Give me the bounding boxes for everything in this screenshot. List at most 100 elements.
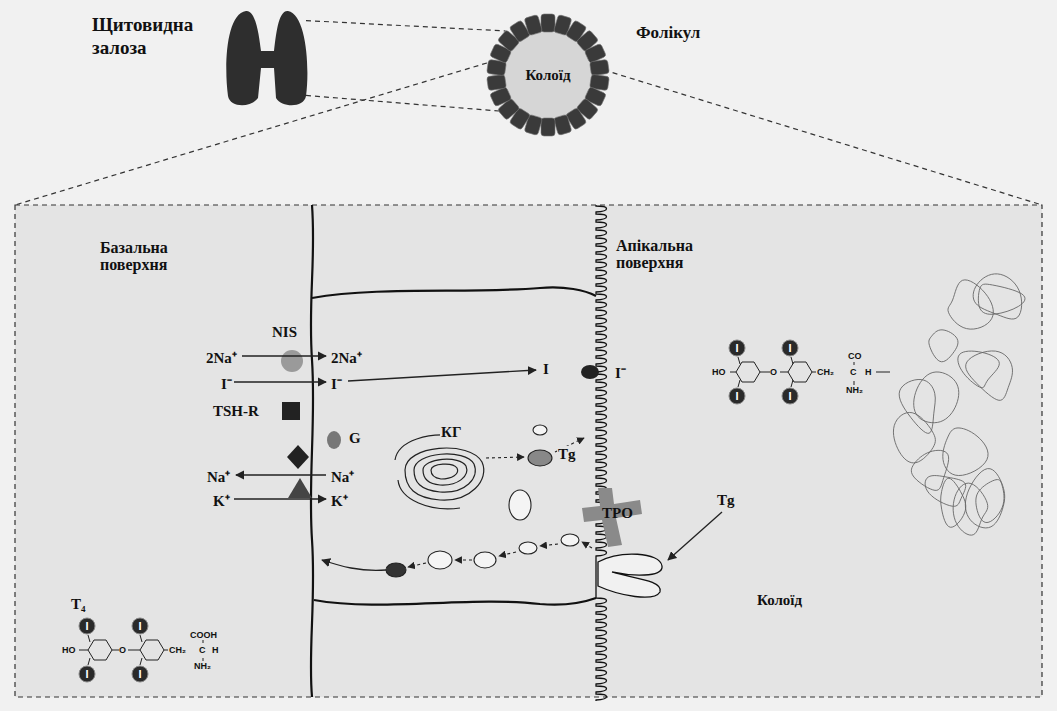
protein-loop	[978, 284, 1025, 314]
zoom-line	[306, 95, 499, 111]
protein-loop	[893, 412, 935, 462]
atom-symbol: I	[131, 665, 149, 683]
atom-symbol: I	[781, 387, 799, 405]
atom-disc	[79, 666, 95, 682]
follicle-cell	[541, 118, 555, 136]
formula-atom: NH₂	[846, 385, 863, 395]
iodine-atom: I	[728, 339, 746, 357]
iodine-atom: I	[781, 387, 799, 405]
atom-symbol: I	[78, 617, 96, 635]
zoom-lines	[15, 50, 1042, 205]
protein-loop	[948, 280, 993, 329]
thyroglobulin-molecule	[893, 274, 1025, 535]
protein-loop	[958, 351, 999, 388]
iodine-atom: I	[131, 665, 149, 683]
protein-loop	[941, 478, 966, 527]
node-label: Щитовидна залоза	[92, 14, 210, 60]
part-label: КГ	[440, 424, 462, 441]
cell-membrane	[311, 205, 596, 697]
benzene-rings	[79, 357, 890, 665]
follicle-cell	[487, 74, 507, 90]
node-label: Колоїд	[525, 67, 570, 84]
gland-outline	[216, 6, 316, 110]
formula-atom: O	[770, 367, 777, 377]
detail-panel	[15, 205, 1042, 697]
na-k-pump	[288, 478, 312, 498]
formula-atom: HO	[62, 645, 76, 655]
thyroid-gland: Щитовидна залоза	[92, 6, 316, 110]
microvilli	[596, 205, 607, 701]
atom-disc	[79, 618, 95, 634]
protein-loop	[925, 476, 966, 507]
atom-disc	[782, 388, 798, 404]
part-label: I⁻	[614, 362, 627, 382]
transport-arrows	[234, 356, 722, 570]
vesicles	[386, 425, 579, 577]
iodine-atom: I	[78, 617, 96, 635]
protein-loop	[911, 450, 948, 490]
atom-symbol: I	[781, 339, 799, 357]
iodine-atom: I	[131, 617, 149, 635]
atom-disc	[729, 340, 745, 356]
follicle-cell	[553, 114, 572, 135]
part-label: NIS	[272, 324, 297, 341]
part-label: TPO	[602, 505, 633, 522]
part-label: Na⁺	[206, 466, 231, 486]
part-label: I	[542, 361, 550, 378]
surface-heading: Апікальна поверхня	[616, 238, 708, 272]
atom-symbol: I	[131, 617, 149, 635]
atom-disc	[132, 666, 148, 682]
protein-loop	[976, 480, 1004, 523]
pendrin	[581, 365, 599, 379]
part-label: K⁺	[212, 490, 231, 510]
tsh-receptor	[282, 402, 300, 420]
formula-atom: CO	[848, 351, 862, 361]
formula-atom: C	[199, 645, 206, 655]
nis-symporter	[281, 350, 303, 372]
formula-atom: COOH	[190, 630, 217, 640]
protein-loop	[973, 274, 1022, 319]
part-label: I⁻	[330, 373, 343, 393]
part-label: Колоїд	[756, 592, 803, 609]
node-label: Фолікул	[636, 23, 700, 43]
formula-atom: CH₂	[817, 367, 834, 377]
follicle-cell	[590, 59, 610, 75]
formula-atom: H	[212, 645, 219, 655]
part-label: Tg	[557, 446, 577, 463]
atom-symbol: I	[78, 665, 96, 683]
gland-shape	[226, 11, 307, 105]
part-label: Tg	[716, 492, 736, 509]
part-label: Na⁺	[330, 466, 355, 486]
adenylate-cyclase	[287, 445, 309, 469]
follicle-circle: ФолікулКолоїд	[486, 13, 610, 137]
protein-loop	[929, 330, 958, 362]
part-label: 2Na⁺	[330, 347, 363, 367]
protein-loop	[965, 469, 1004, 528]
pseudopod	[598, 554, 662, 597]
iodine-atom: I	[728, 387, 746, 405]
part-label: I⁻	[220, 373, 233, 393]
formula-atom: O	[119, 645, 126, 655]
formula-atom: CH₂	[169, 645, 186, 655]
part-label: K⁺	[330, 490, 349, 510]
atom-disc	[132, 618, 148, 634]
formula-atom: NH₂	[194, 661, 211, 671]
part-label: 2Na⁺	[205, 347, 238, 367]
part-label: G	[348, 430, 362, 447]
formula-atom: C	[850, 367, 857, 377]
microvilli-line	[596, 205, 607, 701]
atom-disc	[782, 340, 798, 356]
protein-loop	[899, 379, 935, 433]
atom-symbol: I	[728, 339, 746, 357]
part-label: TSH-R	[212, 403, 260, 420]
atom-disc	[729, 388, 745, 404]
vesicle-path	[408, 438, 592, 567]
part-label: T₄	[70, 596, 87, 613]
atom-symbol: I	[728, 387, 746, 405]
protein-loop	[966, 351, 1013, 400]
colloid-area	[498, 25, 598, 125]
g-protein	[327, 431, 341, 449]
follicle-cell	[541, 14, 555, 32]
iodine-atom: I	[781, 339, 799, 357]
golgi-complex	[395, 435, 484, 509]
